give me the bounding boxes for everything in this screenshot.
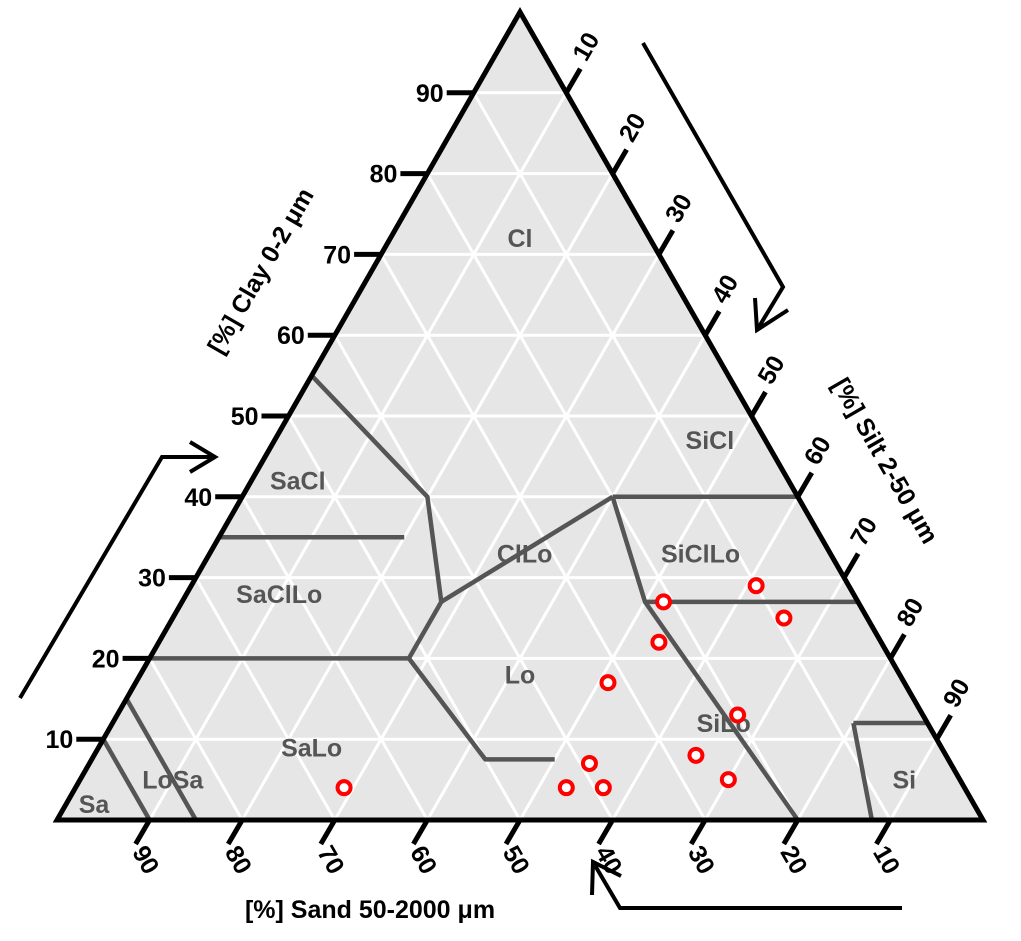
clay-tick-label: 20 bbox=[92, 645, 120, 673]
sand-tick-label: 50 bbox=[497, 841, 535, 879]
silt-tick bbox=[610, 148, 629, 175]
silt-tick bbox=[888, 633, 907, 660]
sand-tick-label: 10 bbox=[867, 841, 905, 879]
silt-tick-label: 90 bbox=[938, 674, 976, 712]
silt-tick bbox=[795, 471, 814, 499]
sand-direction-arrow bbox=[591, 860, 902, 910]
texture-class-label: LoSa bbox=[142, 767, 204, 795]
clay-tick-label: 10 bbox=[45, 726, 73, 754]
data-point bbox=[650, 633, 668, 651]
texture-class-label: SaCl bbox=[270, 468, 326, 496]
silt-tick-label: 10 bbox=[567, 28, 605, 66]
silt-tick bbox=[749, 390, 768, 418]
grid-line bbox=[333, 253, 661, 821]
sand-tick bbox=[503, 818, 523, 846]
texture-class-label: SaLo bbox=[281, 734, 342, 762]
sand-tick bbox=[596, 818, 615, 846]
data-point bbox=[335, 779, 353, 797]
silt-direction-arrow bbox=[641, 42, 786, 332]
data-point bbox=[655, 593, 673, 611]
sand-tick-label: 40 bbox=[589, 841, 627, 879]
silt-axis-title: [%] Silt 2-50 μm bbox=[826, 373, 943, 548]
sand-tick bbox=[133, 818, 152, 846]
grid-line bbox=[148, 92, 568, 821]
texture-boundaries bbox=[101, 374, 928, 822]
sand-tick-label: 90 bbox=[126, 841, 164, 879]
sand-tick bbox=[226, 818, 245, 846]
texture-class-label: Si bbox=[892, 767, 916, 795]
clay-tick-label: 80 bbox=[370, 161, 398, 189]
silt-tick bbox=[703, 309, 722, 337]
sand-tick bbox=[874, 818, 893, 846]
sand-tick-label: 30 bbox=[682, 841, 720, 879]
silt-tick-label: 70 bbox=[845, 513, 883, 551]
texture-class-label: Lo bbox=[505, 662, 536, 690]
silt-tick bbox=[564, 67, 583, 95]
silt-tick bbox=[934, 713, 953, 741]
clay-tick-label: 60 bbox=[277, 322, 305, 350]
texture-boundary bbox=[124, 697, 198, 822]
sand-axis-title: [%] Sand 50-2000 μm bbox=[245, 896, 495, 924]
data-point bbox=[747, 577, 765, 595]
grid-line bbox=[611, 496, 800, 821]
data-point bbox=[594, 779, 612, 797]
texture-class-label: Cl bbox=[508, 225, 533, 253]
sand-arrowhead bbox=[590, 858, 622, 896]
data-point bbox=[580, 754, 598, 772]
sand-tick-label: 60 bbox=[404, 841, 442, 879]
silt-tick bbox=[656, 229, 676, 256]
sand-tick-label: 20 bbox=[775, 841, 813, 879]
grid-line bbox=[889, 738, 939, 821]
sand-tick bbox=[689, 818, 708, 846]
clay-direction-arrow bbox=[18, 455, 215, 700]
data-point bbox=[557, 779, 575, 797]
grid-line bbox=[518, 415, 753, 821]
grid-line bbox=[148, 657, 244, 821]
clay-tick-label: 90 bbox=[416, 80, 444, 108]
grid-line bbox=[472, 92, 892, 821]
silt-tick-label: 40 bbox=[706, 270, 744, 308]
data-point bbox=[599, 674, 617, 692]
sand-tick-label: 70 bbox=[312, 841, 350, 879]
silt-arrowhead bbox=[753, 297, 790, 334]
texture-class-label: SiCl bbox=[686, 427, 735, 455]
texture-boundary bbox=[440, 494, 614, 604]
sand-tick bbox=[411, 818, 430, 846]
data-point bbox=[719, 771, 737, 789]
sand-tick-label: 80 bbox=[219, 841, 257, 879]
texture-class-label: SaClLo bbox=[236, 581, 322, 609]
silt-tick bbox=[841, 552, 861, 579]
silt-tick-label: 80 bbox=[891, 593, 929, 631]
sand-tick bbox=[781, 818, 800, 846]
texture-class-label: Sa bbox=[79, 791, 111, 819]
data-point bbox=[687, 746, 705, 764]
sand-tick bbox=[318, 818, 337, 846]
silt-tick-label: 30 bbox=[660, 189, 698, 227]
clay-tick-label: 50 bbox=[231, 403, 259, 431]
texture-boundary bbox=[101, 738, 152, 822]
direction-arrows bbox=[18, 42, 902, 910]
clay-tick-label: 30 bbox=[138, 565, 166, 593]
texture-class-label: SiClLo bbox=[661, 540, 740, 568]
silt-tick-label: 20 bbox=[614, 109, 652, 147]
clay-arrowhead bbox=[188, 440, 219, 474]
texture-boundary bbox=[643, 600, 800, 822]
grid-layer bbox=[57, 12, 983, 821]
clay-tick-label: 40 bbox=[184, 484, 212, 512]
data-point bbox=[729, 706, 747, 724]
silt-tick-label: 60 bbox=[799, 432, 837, 470]
grid-line bbox=[194, 576, 337, 821]
data-points bbox=[335, 577, 793, 797]
silt-tick-label: 50 bbox=[752, 351, 790, 389]
data-point bbox=[775, 609, 793, 627]
texture-class-label: ClLo bbox=[497, 540, 553, 568]
texture-boundary bbox=[851, 722, 875, 821]
grid-line bbox=[796, 657, 892, 821]
clay-tick-label: 70 bbox=[323, 241, 351, 269]
texture-boundary bbox=[310, 374, 555, 762]
